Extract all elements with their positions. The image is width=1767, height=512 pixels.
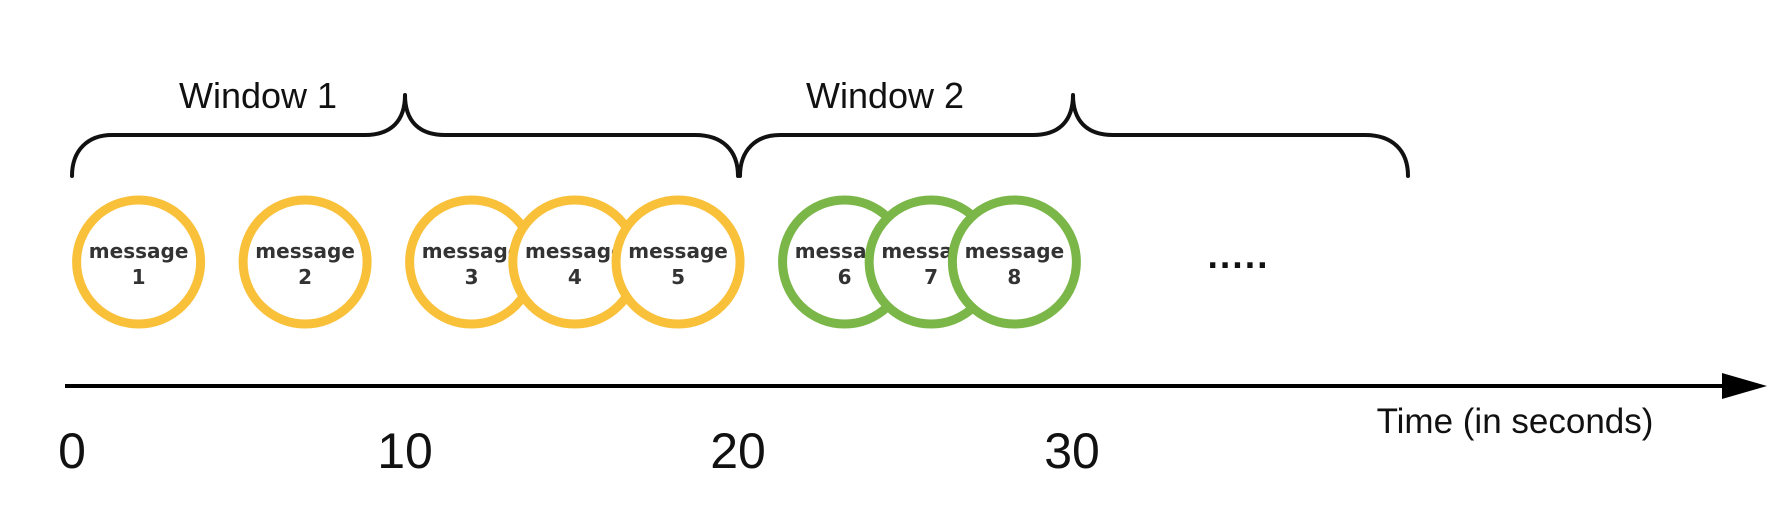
message-8-word: message — [965, 239, 1065, 263]
message-2: message 2 — [238, 195, 372, 329]
message-8-number: 8 — [1007, 265, 1021, 289]
time-axis: Time (in seconds) 0 10 20 30 — [58, 373, 1767, 479]
window-2-group: Window 2 — [738, 75, 1410, 178]
message-4: message 4 — [508, 195, 642, 329]
message-3-number: 3 — [465, 265, 479, 289]
time-axis-label: Time (in seconds) — [1377, 402, 1654, 441]
message-1-ring — [72, 195, 206, 329]
message-5-number: 5 — [671, 265, 685, 289]
time-axis-arrowhead-icon — [1722, 373, 1767, 399]
window-2-label: Window 2 — [806, 75, 964, 116]
message-2-ring — [238, 195, 372, 329]
message-5: message 5 — [611, 195, 745, 329]
message-5-ring — [611, 195, 745, 329]
message-1-word: message — [89, 239, 189, 263]
axis-tick-0: 0 — [58, 423, 86, 479]
message-7-number: 7 — [924, 265, 938, 289]
message-2-word: message — [255, 239, 355, 263]
message-3-word: message — [422, 239, 522, 263]
more-messages-ellipsis: ..... — [1207, 241, 1269, 276]
message-4-number: 4 — [568, 265, 582, 289]
messages-layer: message 1 message 2 message 3 message 4 … — [72, 195, 1081, 329]
axis-tick-10: 10 — [377, 423, 433, 479]
message-6-number: 6 — [838, 265, 852, 289]
message-1-number: 1 — [132, 265, 146, 289]
axis-tick-30: 30 — [1044, 423, 1100, 479]
message-2-number: 2 — [298, 265, 312, 289]
window-2-brace — [738, 93, 1410, 178]
message-8: message 8 — [947, 195, 1081, 329]
message-3: message 3 — [405, 195, 539, 329]
axis-tick-20: 20 — [710, 423, 766, 479]
message-8-ring — [947, 195, 1081, 329]
window-1-group: Window 1 — [70, 75, 740, 178]
message-1: message 1 — [72, 195, 206, 329]
window-1-label: Window 1 — [179, 75, 337, 116]
message-5-word: message — [628, 239, 728, 263]
message-4-word: message — [525, 239, 625, 263]
window-1-brace — [70, 93, 740, 178]
